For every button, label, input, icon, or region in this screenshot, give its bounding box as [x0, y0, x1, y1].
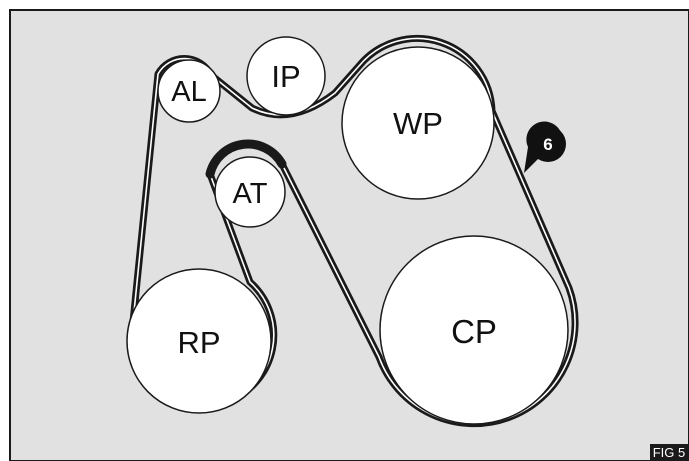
- pulley-wp-disc: [341, 46, 495, 200]
- pulley-ip-disc: [246, 36, 326, 116]
- pulley-cp-disc: [379, 235, 569, 425]
- figure-tag: FIG 5: [650, 444, 689, 461]
- pulley-rp-label: RP: [177, 325, 220, 360]
- pulley-al-disc: [157, 59, 221, 123]
- pulley-at: AT: [214, 156, 286, 228]
- diagram-panel: [9, 9, 689, 461]
- pulley-al-label: AL: [171, 76, 206, 108]
- figure-id-label: FIG 5: [653, 445, 686, 460]
- callout-marker: 6: [524, 121, 566, 173]
- pulley-wp-label: WP: [393, 106, 443, 141]
- callout-number: 6: [543, 135, 552, 154]
- pulley-ip-label: IP: [271, 59, 300, 94]
- figure-tag-box: [650, 444, 689, 461]
- pulley-rp: RP: [126, 268, 272, 414]
- pulley-at-label: AT: [233, 178, 268, 210]
- pulley-cp-label: CP: [451, 313, 497, 350]
- pulley-rp-disc: [126, 268, 272, 414]
- pulley-al: AL: [157, 59, 221, 123]
- pulley-cp: CP: [379, 235, 569, 425]
- pulley-ip: IP: [246, 36, 326, 116]
- pulley-wp: WP: [341, 46, 495, 200]
- callout-bubble: [530, 126, 566, 162]
- pulley-at-disc: [214, 156, 286, 228]
- belt-tensioner-wrap: [205, 139, 287, 179]
